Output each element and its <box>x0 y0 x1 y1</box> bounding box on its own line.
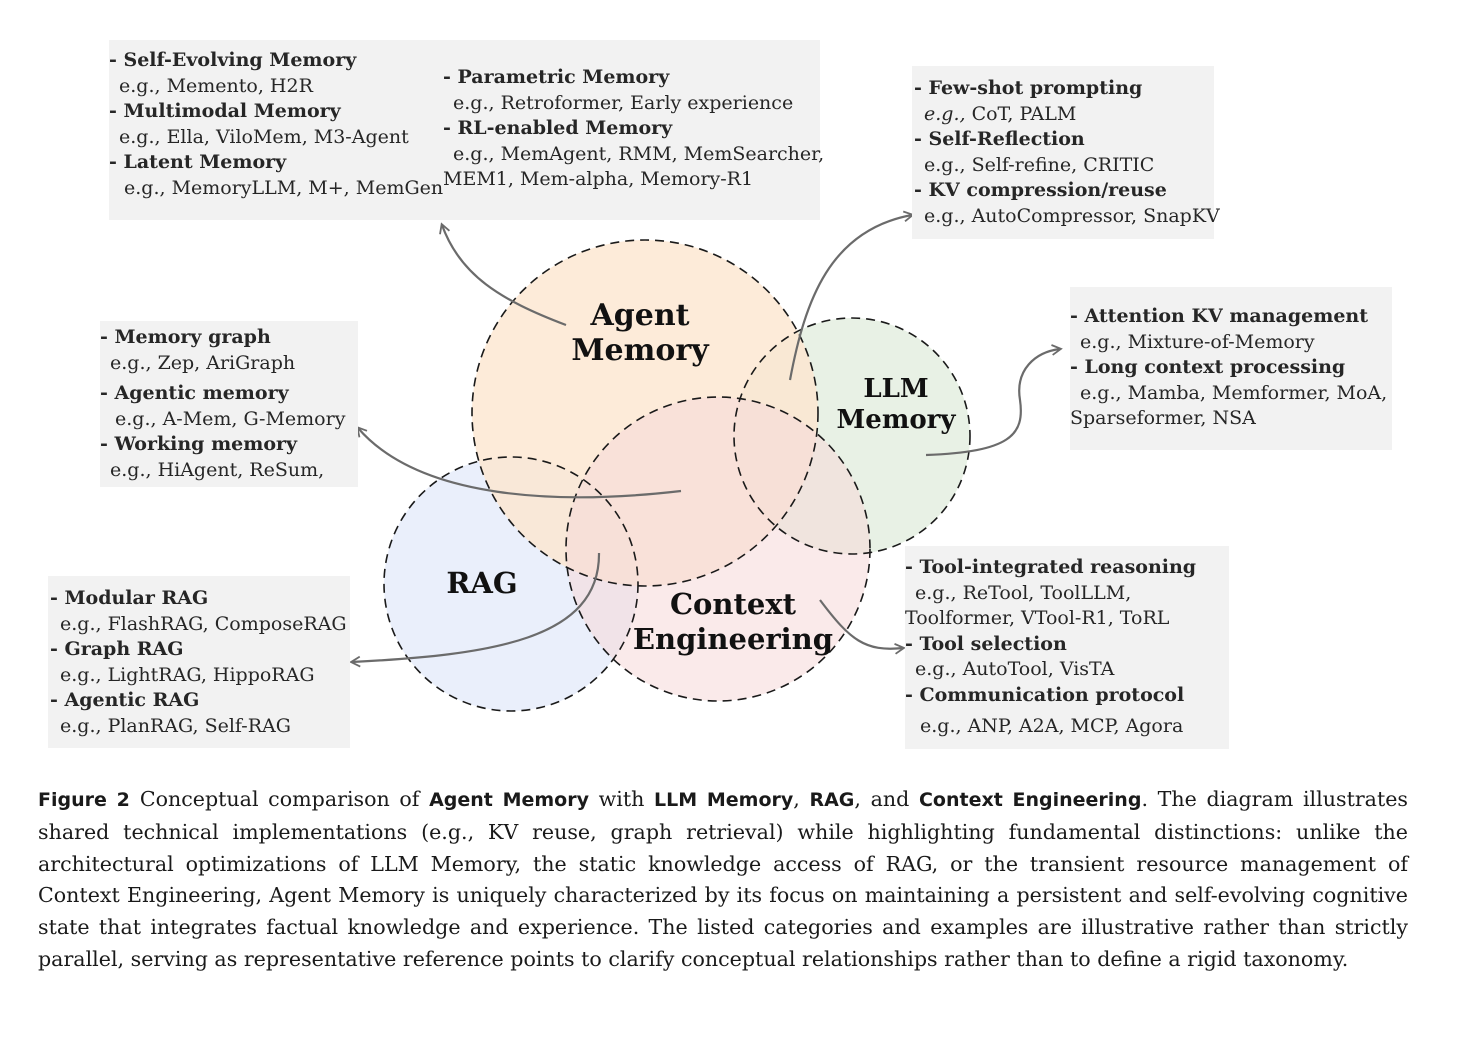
few-shot-examples-rest: CoT, PALM <box>965 102 1077 125</box>
caption-text-3: , <box>793 787 810 811</box>
llm-memory-label: LLM Memory <box>826 374 966 436</box>
arrow-llm-to-llm-box <box>925 344 1063 457</box>
latent-memory-heading: - Latent Memory <box>109 151 287 173</box>
tool-integrated-reasoning-examples-cont: Toolformer, VTool-R1, ToRL <box>905 607 1170 629</box>
caption-text-5: . The diagram illustrates shared technic… <box>38 787 1408 971</box>
parametric-memory-examples: e.g., Retroformer, Early experience <box>453 91 794 114</box>
rag-box: - Modular RAG e.g., FlashRAG, ComposeRAG… <box>48 576 350 748</box>
multimodal-memory-examples: e.g., Ella, ViloMem, M3-Agent <box>119 125 409 148</box>
self-reflection-examples: e.g., Self-refine, CRITIC <box>924 153 1155 176</box>
tool-selection-examples: e.g., AutoTool, VisTA <box>915 658 1115 680</box>
caption-term-agent-memory: Agent Memory <box>429 789 589 811</box>
caption-term-context-engineering: Context Engineering <box>918 789 1142 811</box>
llm-memory-label-line1: LLM <box>863 374 929 404</box>
tool-box: - Tool-integrated reasoning e.g., ReTool… <box>905 546 1229 749</box>
long-context-heading: - Long context processing <box>1070 356 1346 378</box>
context-engineering-label: Context Engineering <box>630 587 836 657</box>
caption-term-llm-memory: LLM Memory <box>654 789 794 811</box>
agentic-memory-examples: e.g., A-Mem, G-Memory <box>115 407 346 430</box>
attention-kv-heading: - Attention KV management <box>1070 305 1369 327</box>
arrow-rag-to-rag-box <box>349 552 601 668</box>
rl-enabled-memory-examples-cont: MEM1, Mem-alpha, Memory-R1 <box>443 168 754 190</box>
llm-memory-box: - Attention KV management e.g., Mixture-… <box>1070 287 1392 450</box>
rag-label: RAG <box>430 566 534 601</box>
parametric-memory-heading: - Parametric Memory <box>443 66 670 88</box>
tool-integrated-reasoning-heading: - Tool-integrated reasoning <box>905 556 1197 578</box>
kv-compression-examples: e.g., AutoCompressor, SnapKV <box>924 204 1220 227</box>
few-shot-prompting-heading: - Few-shot prompting <box>914 77 1143 99</box>
agent-memory-box-right: - Parametric Memory e.g., Retroformer, E… <box>443 65 824 193</box>
arrow-context-to-tool-box <box>819 599 906 655</box>
arrow-agent-to-agent-box <box>439 222 567 327</box>
tool-integrated-reasoning-examples: e.g., ReTool, ToolLLM, <box>915 581 1132 604</box>
rag-label-text: RAG <box>446 566 518 600</box>
caption-text-4: , and <box>854 787 919 811</box>
memory-graph-box: - Memory graph e.g., Zep, AriGraph - Age… <box>100 321 358 487</box>
self-evolving-memory-examples: e.g., Memento, H2R <box>119 74 313 97</box>
memory-graph-examples: e.g., Zep, AriGraph <box>110 351 296 374</box>
outline-llm-memory <box>733 317 971 555</box>
memory-graph-heading: - Memory graph <box>100 326 271 348</box>
agent-memory-label-line1: Agent <box>590 298 690 333</box>
agent-memory-label-line2: Memory <box>571 333 709 368</box>
self-evolving-memory-heading: - Self-Evolving Memory <box>109 49 357 71</box>
multimodal-memory-heading: - Multimodal Memory <box>109 100 341 122</box>
latent-memory-examples: e.g., MemoryLLM, M+, MemGen <box>124 176 444 199</box>
few-shot-eg-italic: e.g., <box>924 102 966 125</box>
kv-compression-heading: - KV compression/reuse <box>914 179 1167 201</box>
outline-context-engineering <box>565 396 871 702</box>
graph-rag-heading: - Graph RAG <box>50 638 184 660</box>
caption-term-rag: RAG <box>809 789 855 811</box>
graph-rag-examples: e.g., LightRAG, HippoRAG <box>60 663 315 686</box>
rl-enabled-memory-examples: e.g., MemAgent, RMM, MemSearcher, <box>453 142 825 165</box>
attention-kv-examples: e.g., Mixture-of-Memory <box>1080 330 1315 353</box>
outline-agent-memory <box>471 239 819 587</box>
agentic-rag-examples: e.g., PlanRAG, Self-RAG <box>60 714 291 737</box>
tool-selection-heading: - Tool selection <box>905 632 1067 655</box>
figure-caption: Figure 2 Conceptual comparison of Agent M… <box>38 784 1408 976</box>
arrow-overlap-to-graph-box <box>356 425 682 499</box>
agent-memory-box: - Self-Evolving Memory e.g., Memento, H2… <box>109 40 824 220</box>
caption-text-1: Conceptual comparison of <box>139 787 430 811</box>
circle-context-engineering <box>566 397 870 701</box>
communication-protocol-heading: - Communication protocol <box>905 683 1185 706</box>
few-shot-prompting-examples: e.g., CoT, PALM <box>914 102 1208 128</box>
agentic-memory-heading: - Agentic memory <box>100 382 289 404</box>
working-memory-examples: e.g., HiAgent, ReSum, <box>110 458 325 481</box>
communication-protocol-examples: e.g., ANP, A2A, MCP, Agora <box>920 715 1184 737</box>
caption-text-2: with <box>589 787 655 811</box>
rl-enabled-memory-heading: - RL-enabled Memory <box>443 117 673 139</box>
modular-rag-examples: e.g., FlashRAG, ComposeRAG <box>60 612 347 635</box>
modular-rag-heading: - Modular RAG <box>50 587 209 609</box>
agent-memory-label: Agent Memory <box>565 298 715 368</box>
context-engineering-label-line2: Engineering <box>632 622 834 656</box>
working-memory-heading: - Working memory <box>100 433 298 455</box>
long-context-examples-cont: Sparseformer, NSA <box>1070 407 1256 429</box>
self-reflection-heading: - Self-Reflection <box>914 128 1085 150</box>
agent-memory-box-left: - Self-Evolving Memory e.g., Memento, H2… <box>109 48 443 201</box>
venn-diagram <box>349 210 1063 712</box>
context-engineering-label-line1: Context <box>669 587 797 621</box>
arrow-agent-to-fewshot-box <box>788 210 915 381</box>
figure-label: Figure 2 <box>38 789 130 811</box>
outline-rag <box>383 456 639 712</box>
long-context-examples: e.g., Mamba, Memformer, MoA, <box>1080 381 1388 404</box>
llm-memory-label-line2: Memory <box>836 405 956 435</box>
agentic-rag-heading: - Agentic RAG <box>50 689 200 711</box>
prompting-box: - Few-shot prompting e.g., CoT, PALM - S… <box>912 66 1220 239</box>
